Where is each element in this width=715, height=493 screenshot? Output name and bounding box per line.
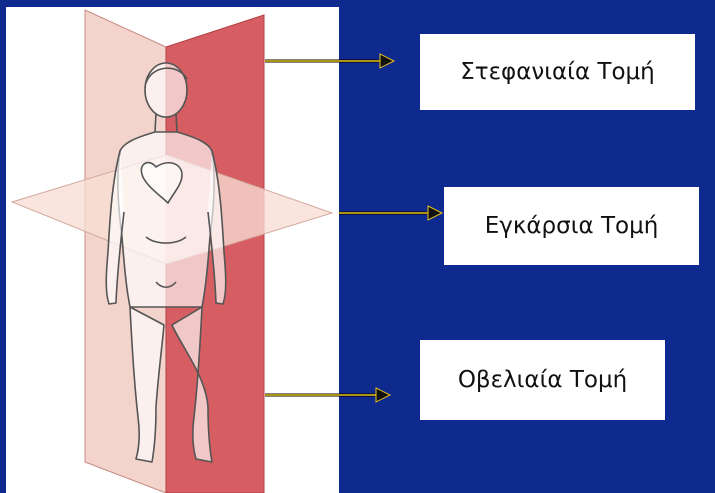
arrow-right-icon bbox=[339, 206, 442, 220]
transverse-section-text: Εγκάρσια Τομή bbox=[485, 213, 659, 239]
coronal-section-text: Στεφανιαία Τομή bbox=[460, 59, 655, 85]
arrow-right-icon bbox=[265, 54, 394, 68]
sagittal-section-text: Οβελιαία Τομή bbox=[458, 367, 627, 393]
sagittal-section-label: Οβελιαία Τομή bbox=[420, 340, 665, 420]
transverse-section-label: Εγκάρσια Τομή bbox=[444, 187, 699, 265]
arrow-right-icon bbox=[265, 388, 390, 402]
coronal-section-label: Στεφανιαία Τομή bbox=[420, 34, 695, 110]
